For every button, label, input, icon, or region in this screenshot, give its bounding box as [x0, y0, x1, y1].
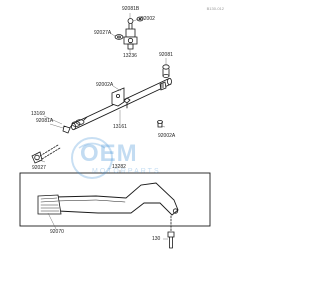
shift-lever-arm-13236 — [123, 28, 138, 50]
part-label-92081a: 92081A — [36, 118, 54, 124]
shaft-arm-plate — [111, 87, 125, 107]
pedal-rubber-92070 — [37, 194, 62, 215]
part-label-92081: 92081 — [159, 52, 173, 58]
bolt-92002a-lower — [157, 120, 163, 128]
pedal-group-box — [19, 172, 211, 227]
part-label-92002: 92002 — [141, 16, 155, 22]
part-label-92027a: 92027A — [94, 30, 112, 36]
clip-92081a — [62, 125, 71, 134]
oem-watermark-text: OEM MOTORPARTS — [66, 136, 170, 182]
part-label-92081b: 92081B — [122, 6, 140, 12]
part-label-92002a-upper: 92002A — [96, 82, 114, 88]
bolt-92081b — [127, 18, 134, 30]
part-label-92027: 92027 — [32, 165, 46, 171]
part-label-13169: 13169 — [31, 111, 45, 117]
part-label-13282: 13282 — [112, 164, 126, 170]
bolt-92002a-upper — [123, 97, 131, 109]
parts-diagram: B130-012 — [19, 6, 224, 249]
watermark-tagline: MOTORPARTS — [92, 168, 161, 175]
washer-92027a — [114, 34, 124, 40]
spring-92081 — [162, 64, 170, 78]
bolt-130 — [167, 215, 175, 249]
spacer-92027 — [31, 144, 61, 164]
part-label-13161: 13161 — [113, 124, 127, 130]
oil-seal-92002-top — [136, 16, 144, 22]
part-label-13236: 13236 — [123, 53, 137, 59]
part-label-92070: 92070 — [50, 229, 64, 235]
diagram-reference-code: B130-012 — [206, 6, 224, 11]
part-label-92002a-lower: 92002A — [158, 133, 176, 139]
parts-drawing — [19, 13, 211, 249]
oem-watermark — [71, 137, 113, 179]
shift-pedal-13282 — [39, 182, 179, 216]
watermark-logo-text: OEM — [80, 140, 138, 167]
part-label-130: 130 — [152, 236, 161, 242]
gear-change-shaft-13161 — [71, 77, 172, 131]
